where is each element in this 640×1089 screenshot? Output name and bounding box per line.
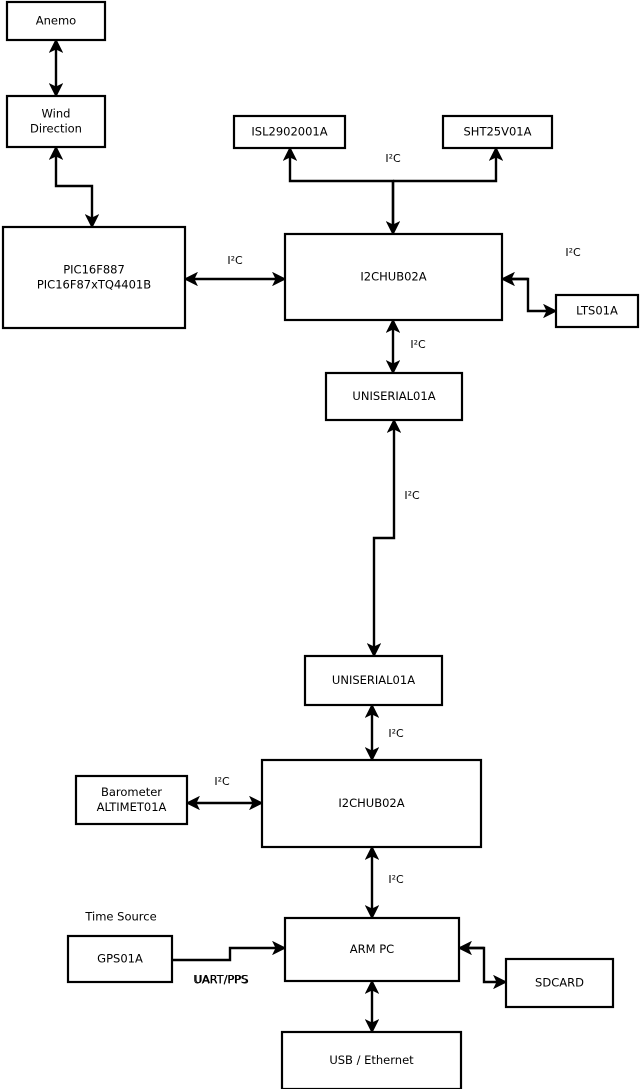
node-label-uni_bottom: UNISERIAL01A	[332, 673, 415, 687]
edge-label-hub-armpc: I²C	[388, 873, 404, 886]
node-box-wind[interactable]	[5, 94, 107, 149]
node-box-anemo[interactable]	[5, 0, 107, 42]
connection-armpc-sdcard	[457, 940, 508, 990]
connector-line	[48, 145, 100, 229]
connection-hub-sensors: I²C	[282, 146, 504, 236]
free-label-time-source: Time Source	[84, 910, 156, 924]
connector-line	[502, 277, 558, 319]
node-usbeth[interactable]: USB / Ethernet	[280, 1030, 463, 1089]
node-label-usbeth: USB / Ethernet	[329, 1053, 414, 1067]
node-label-sht: SHT25V01A	[464, 125, 532, 139]
node-box-lts[interactable]	[554, 293, 640, 329]
node-box-barometer[interactable]	[74, 774, 189, 826]
edge-label-hub-uni-top: I²C	[410, 338, 426, 351]
node-uni_top[interactable]: UNISERIAL01A	[324, 371, 464, 422]
connector-line	[459, 946, 508, 990]
node-label-isl: ISL2902001A	[251, 125, 327, 139]
node-label-pic: PIC16F887	[63, 263, 125, 277]
connection-uni-hub-bottom: I²C	[364, 703, 404, 762]
node-box-armpc[interactable]	[283, 916, 461, 983]
node-anemo[interactable]: Anemo	[5, 0, 107, 42]
connector-line	[282, 146, 395, 234]
edge-label-uni-hub-bottom: I²C	[388, 727, 404, 740]
node-hub_top[interactable]: I2CHUB02A	[283, 232, 504, 322]
node-label-wind: Wind	[42, 107, 71, 121]
connections-layer: I²C I²C I²C I²C I²C I²C I²C I²C UART/PPS	[48, 38, 581, 1034]
edge-label-hub-sensors: I²C	[385, 152, 401, 165]
connection-uni-uni: I²C	[366, 418, 420, 658]
free-label-uart-pps: UART/PPS	[193, 973, 249, 987]
connection-hub-lts: I²C	[500, 246, 581, 319]
node-label-lts: LTS01A	[576, 304, 618, 318]
node-label-wind: Direction	[30, 122, 82, 136]
node-sdcard[interactable]: SDCARD	[504, 957, 615, 1009]
node-label-pic: PIC16F87xTQ4401B	[37, 278, 151, 292]
node-box-hub_bottom[interactable]	[260, 758, 483, 849]
node-box-hub_top[interactable]	[283, 232, 504, 322]
node-isl[interactable]: ISL2902001A	[232, 114, 347, 150]
node-label-armpc: ARM PC	[350, 942, 394, 956]
node-box-sdcard[interactable]	[504, 957, 615, 1009]
node-label-sdcard: SDCARD	[535, 976, 584, 990]
connection-gps-armpc: UART/PPS	[172, 940, 287, 986]
node-sht[interactable]: SHT25V01A	[441, 114, 554, 150]
edge-label-uni-uni: I²C	[404, 489, 420, 502]
connection-hub-uni-top: I²C	[385, 318, 426, 375]
node-armpc[interactable]: ARM PC	[283, 916, 461, 983]
connection-pic-hub: I²C	[183, 254, 287, 287]
node-box-pic[interactable]	[1, 225, 187, 330]
node-uni_bottom[interactable]: UNISERIAL01A	[303, 654, 444, 707]
connection-barometer-hub: I²C	[185, 775, 264, 811]
node-label-hub_top: I2CHUB02A	[360, 270, 426, 284]
connection-hub-armpc: I²C	[364, 845, 404, 920]
node-box-usbeth[interactable]	[280, 1030, 463, 1089]
connector-line	[172, 940, 287, 962]
node-gps[interactable]: GPS01A	[66, 934, 174, 984]
node-box-sht[interactable]	[441, 114, 554, 150]
node-label-barometer: ALTIMET01A	[97, 800, 167, 814]
node-hub_bottom[interactable]: I2CHUB02A	[260, 758, 483, 849]
connector-line	[393, 146, 504, 183]
node-box-uni_top[interactable]	[324, 371, 464, 422]
node-label-gps: GPS01A	[97, 952, 143, 966]
connector-line	[366, 418, 402, 658]
node-label-barometer: Barometer	[101, 785, 162, 799]
node-label-hub_bottom: I2CHUB02A	[338, 796, 404, 810]
edge-label-gps-armpc: UART/PPS	[194, 973, 247, 986]
node-box-uni_bottom[interactable]	[303, 654, 444, 707]
node-box-gps[interactable]	[66, 934, 174, 984]
edge-label-barometer-hub: I²C	[214, 775, 230, 788]
node-lts[interactable]: LTS01A	[554, 293, 640, 329]
node-box-isl[interactable]	[232, 114, 347, 150]
node-label-anemo: Anemo	[36, 14, 76, 28]
edge-label-hub-lts: I²C	[565, 246, 581, 259]
connection-wind-pic	[48, 145, 100, 229]
edge-label-pic-hub: I²C	[227, 254, 243, 267]
node-label-uni_top: UNISERIAL01A	[352, 389, 435, 403]
